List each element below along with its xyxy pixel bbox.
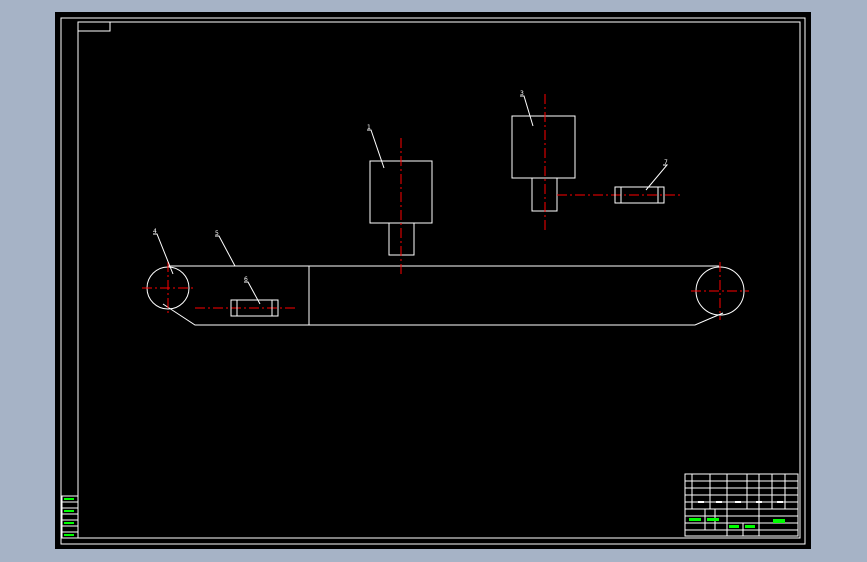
drawing-svg: 1 3 7 4 5 6 <box>60 17 806 545</box>
balloon-sensor-left: 6 <box>244 276 248 283</box>
cylinder-right <box>511 94 576 232</box>
inner-border <box>77 21 801 539</box>
balloon-roller-left: 4 <box>153 228 157 235</box>
balloon-belt: 5 <box>215 230 219 237</box>
conveyor-belt <box>162 265 724 326</box>
roller-left <box>142 262 195 314</box>
balloon-cylinder-right: 3 <box>520 90 524 97</box>
drawing-canvas[interactable]: 1 3 7 4 5 6 <box>55 12 811 549</box>
balloon-cylinder-middle: 1 <box>367 124 371 131</box>
outer-border <box>60 17 806 545</box>
leader-lines <box>153 95 669 305</box>
cylinder-middle <box>369 138 433 277</box>
title-block <box>684 473 799 537</box>
sensor-right <box>557 186 683 204</box>
binding-strip <box>61 495 79 539</box>
balloon-sensor-right: 7 <box>664 159 668 166</box>
corner-tag-box <box>77 21 111 32</box>
roller-right <box>691 262 749 320</box>
sensor-left <box>195 299 298 317</box>
